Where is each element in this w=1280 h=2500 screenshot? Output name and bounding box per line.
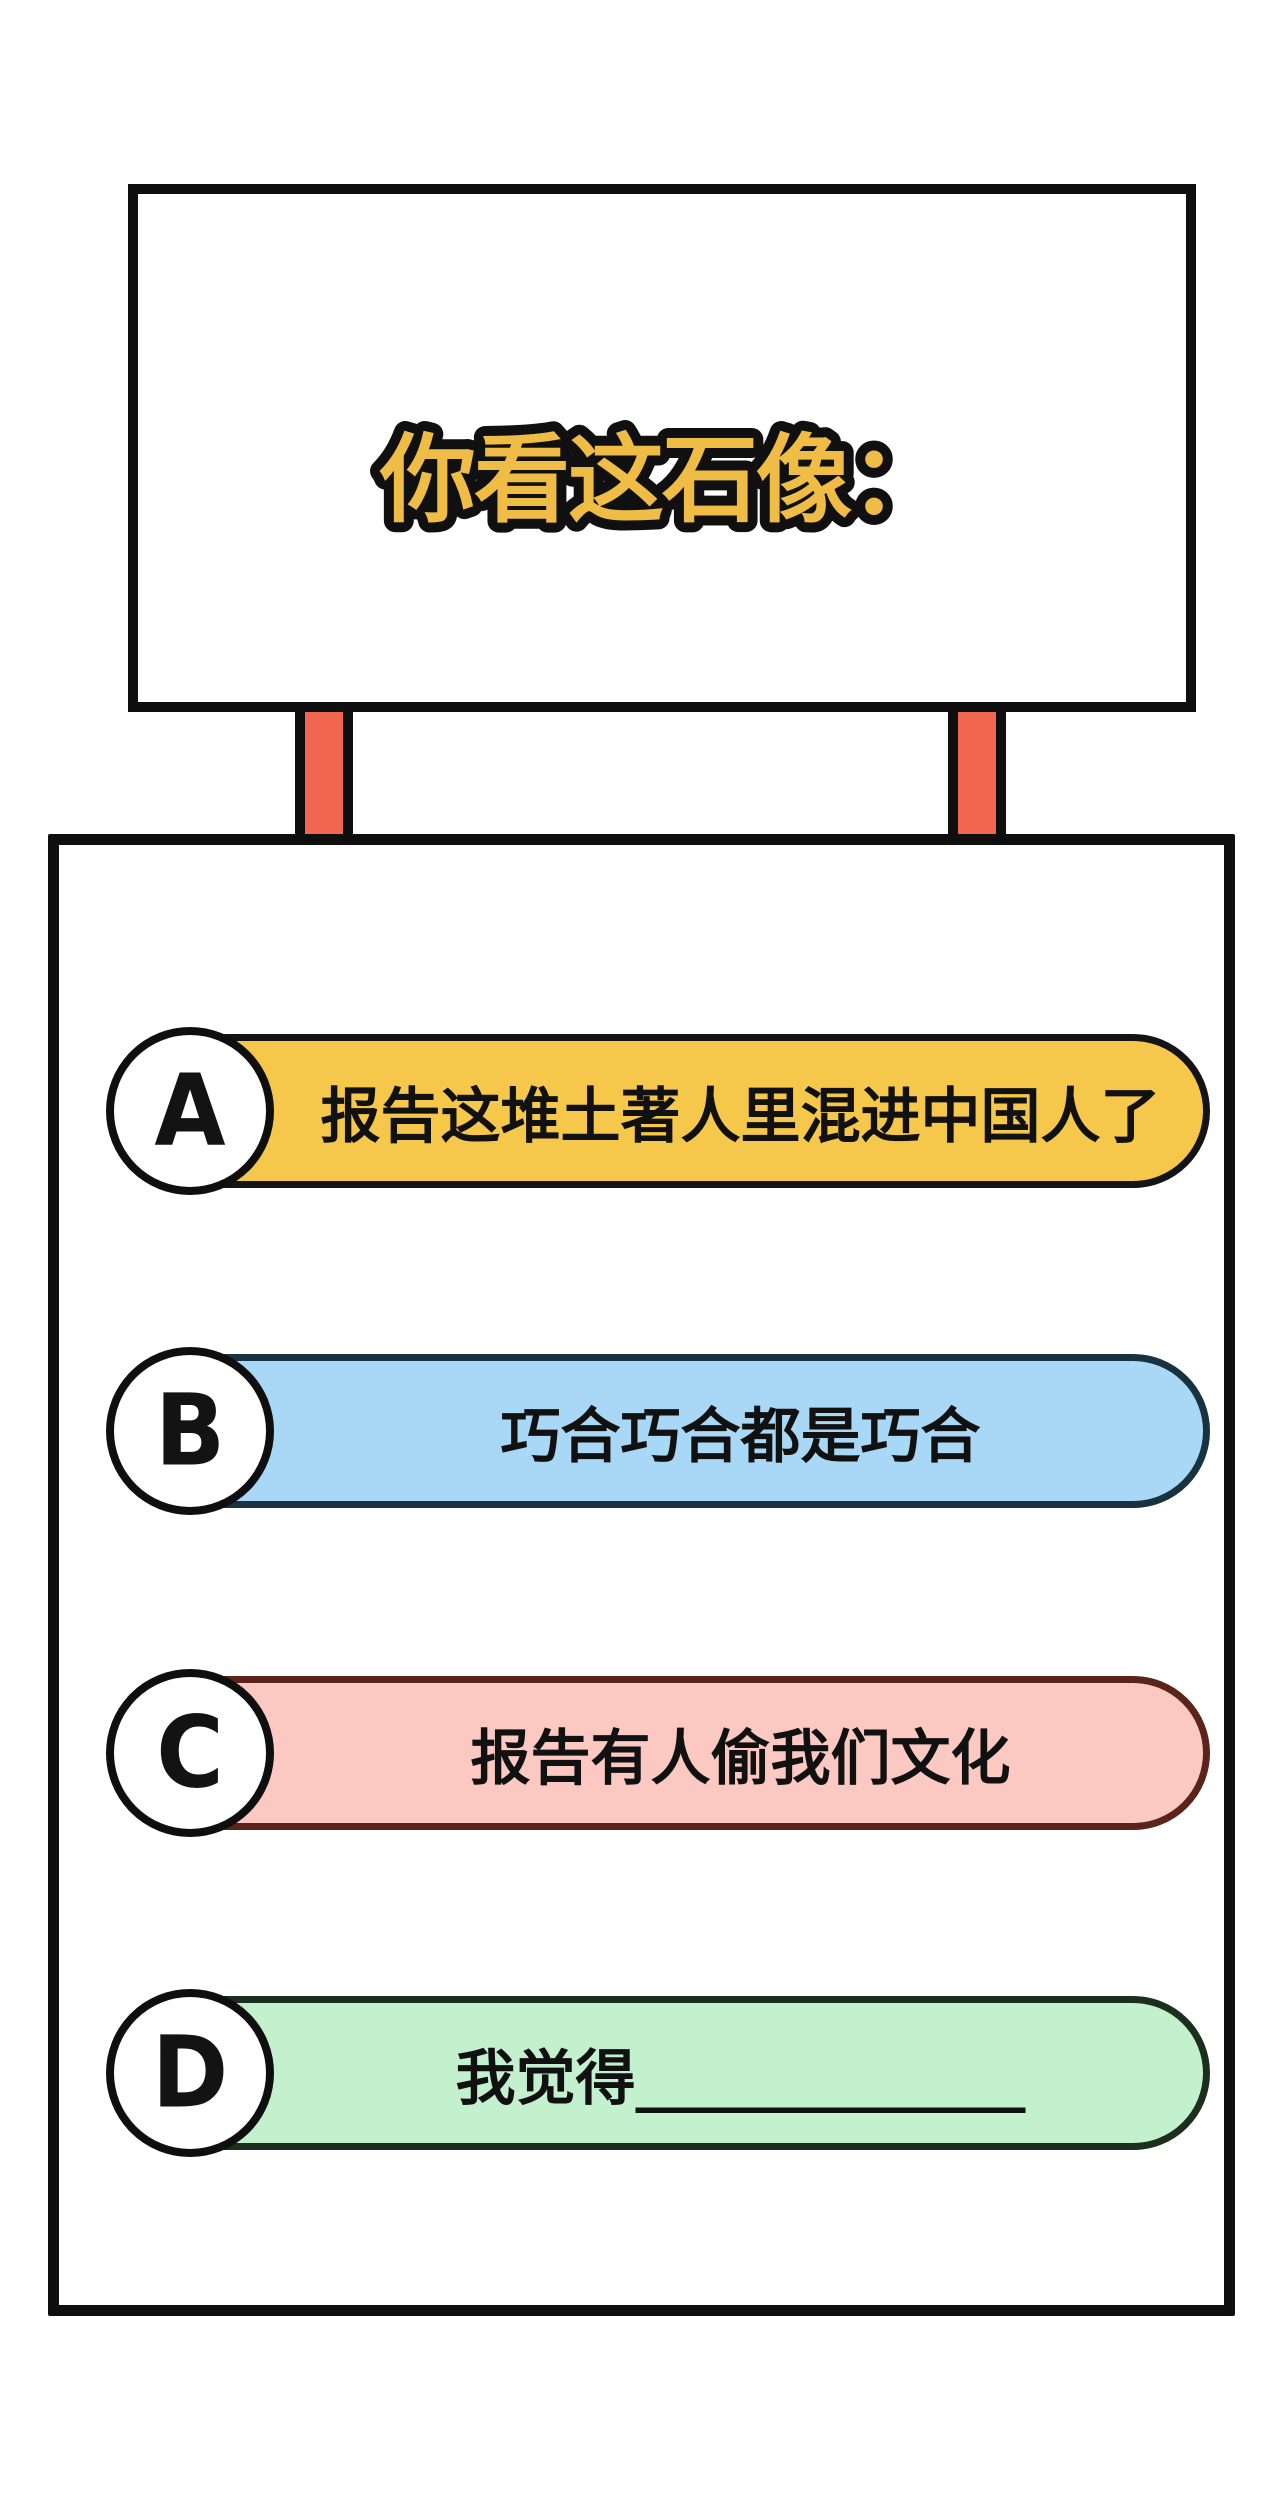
option-b-label: 巧合巧合都是巧合 — [500, 1401, 981, 1472]
sign-post-right — [948, 700, 1006, 846]
option-c-letter: C — [156, 1694, 224, 1811]
sign-title-graphic: 你看这石像： — [369, 414, 956, 546]
option-a-label: 报告这堆土著人里混进中国人了 — [320, 1081, 1161, 1152]
sign-board: 你看这石像： — [128, 184, 1196, 712]
option-b-pill[interactable]: 巧合巧合都是巧合 — [130, 1354, 1210, 1508]
option-d-letter-circle[interactable]: D — [106, 1989, 274, 2157]
option-c-letter-circle[interactable]: C — [106, 1669, 274, 1837]
option-b-letter: B — [154, 1372, 226, 1489]
option-a-letter: A — [154, 1052, 226, 1169]
option-a-pill[interactable]: 报告这堆土著人里混进中国人了 — [130, 1034, 1210, 1188]
sign-post-left — [295, 700, 353, 846]
option-d-label: 我觉得_____________ — [455, 2043, 1026, 2114]
option-b-letter-circle[interactable]: B — [106, 1347, 274, 1515]
option-c-label: 报告有人偷我们文化 — [470, 1723, 1011, 1794]
option-d-letter: D — [151, 2014, 229, 2131]
sign-title-text: 你看这石像： — [379, 424, 944, 536]
option-d-pill[interactable]: 我觉得_____________ — [130, 1996, 1210, 2150]
option-a-letter-circle[interactable]: A — [106, 1027, 274, 1195]
option-c-pill[interactable]: 报告有人偷我们文化 — [130, 1676, 1210, 1830]
